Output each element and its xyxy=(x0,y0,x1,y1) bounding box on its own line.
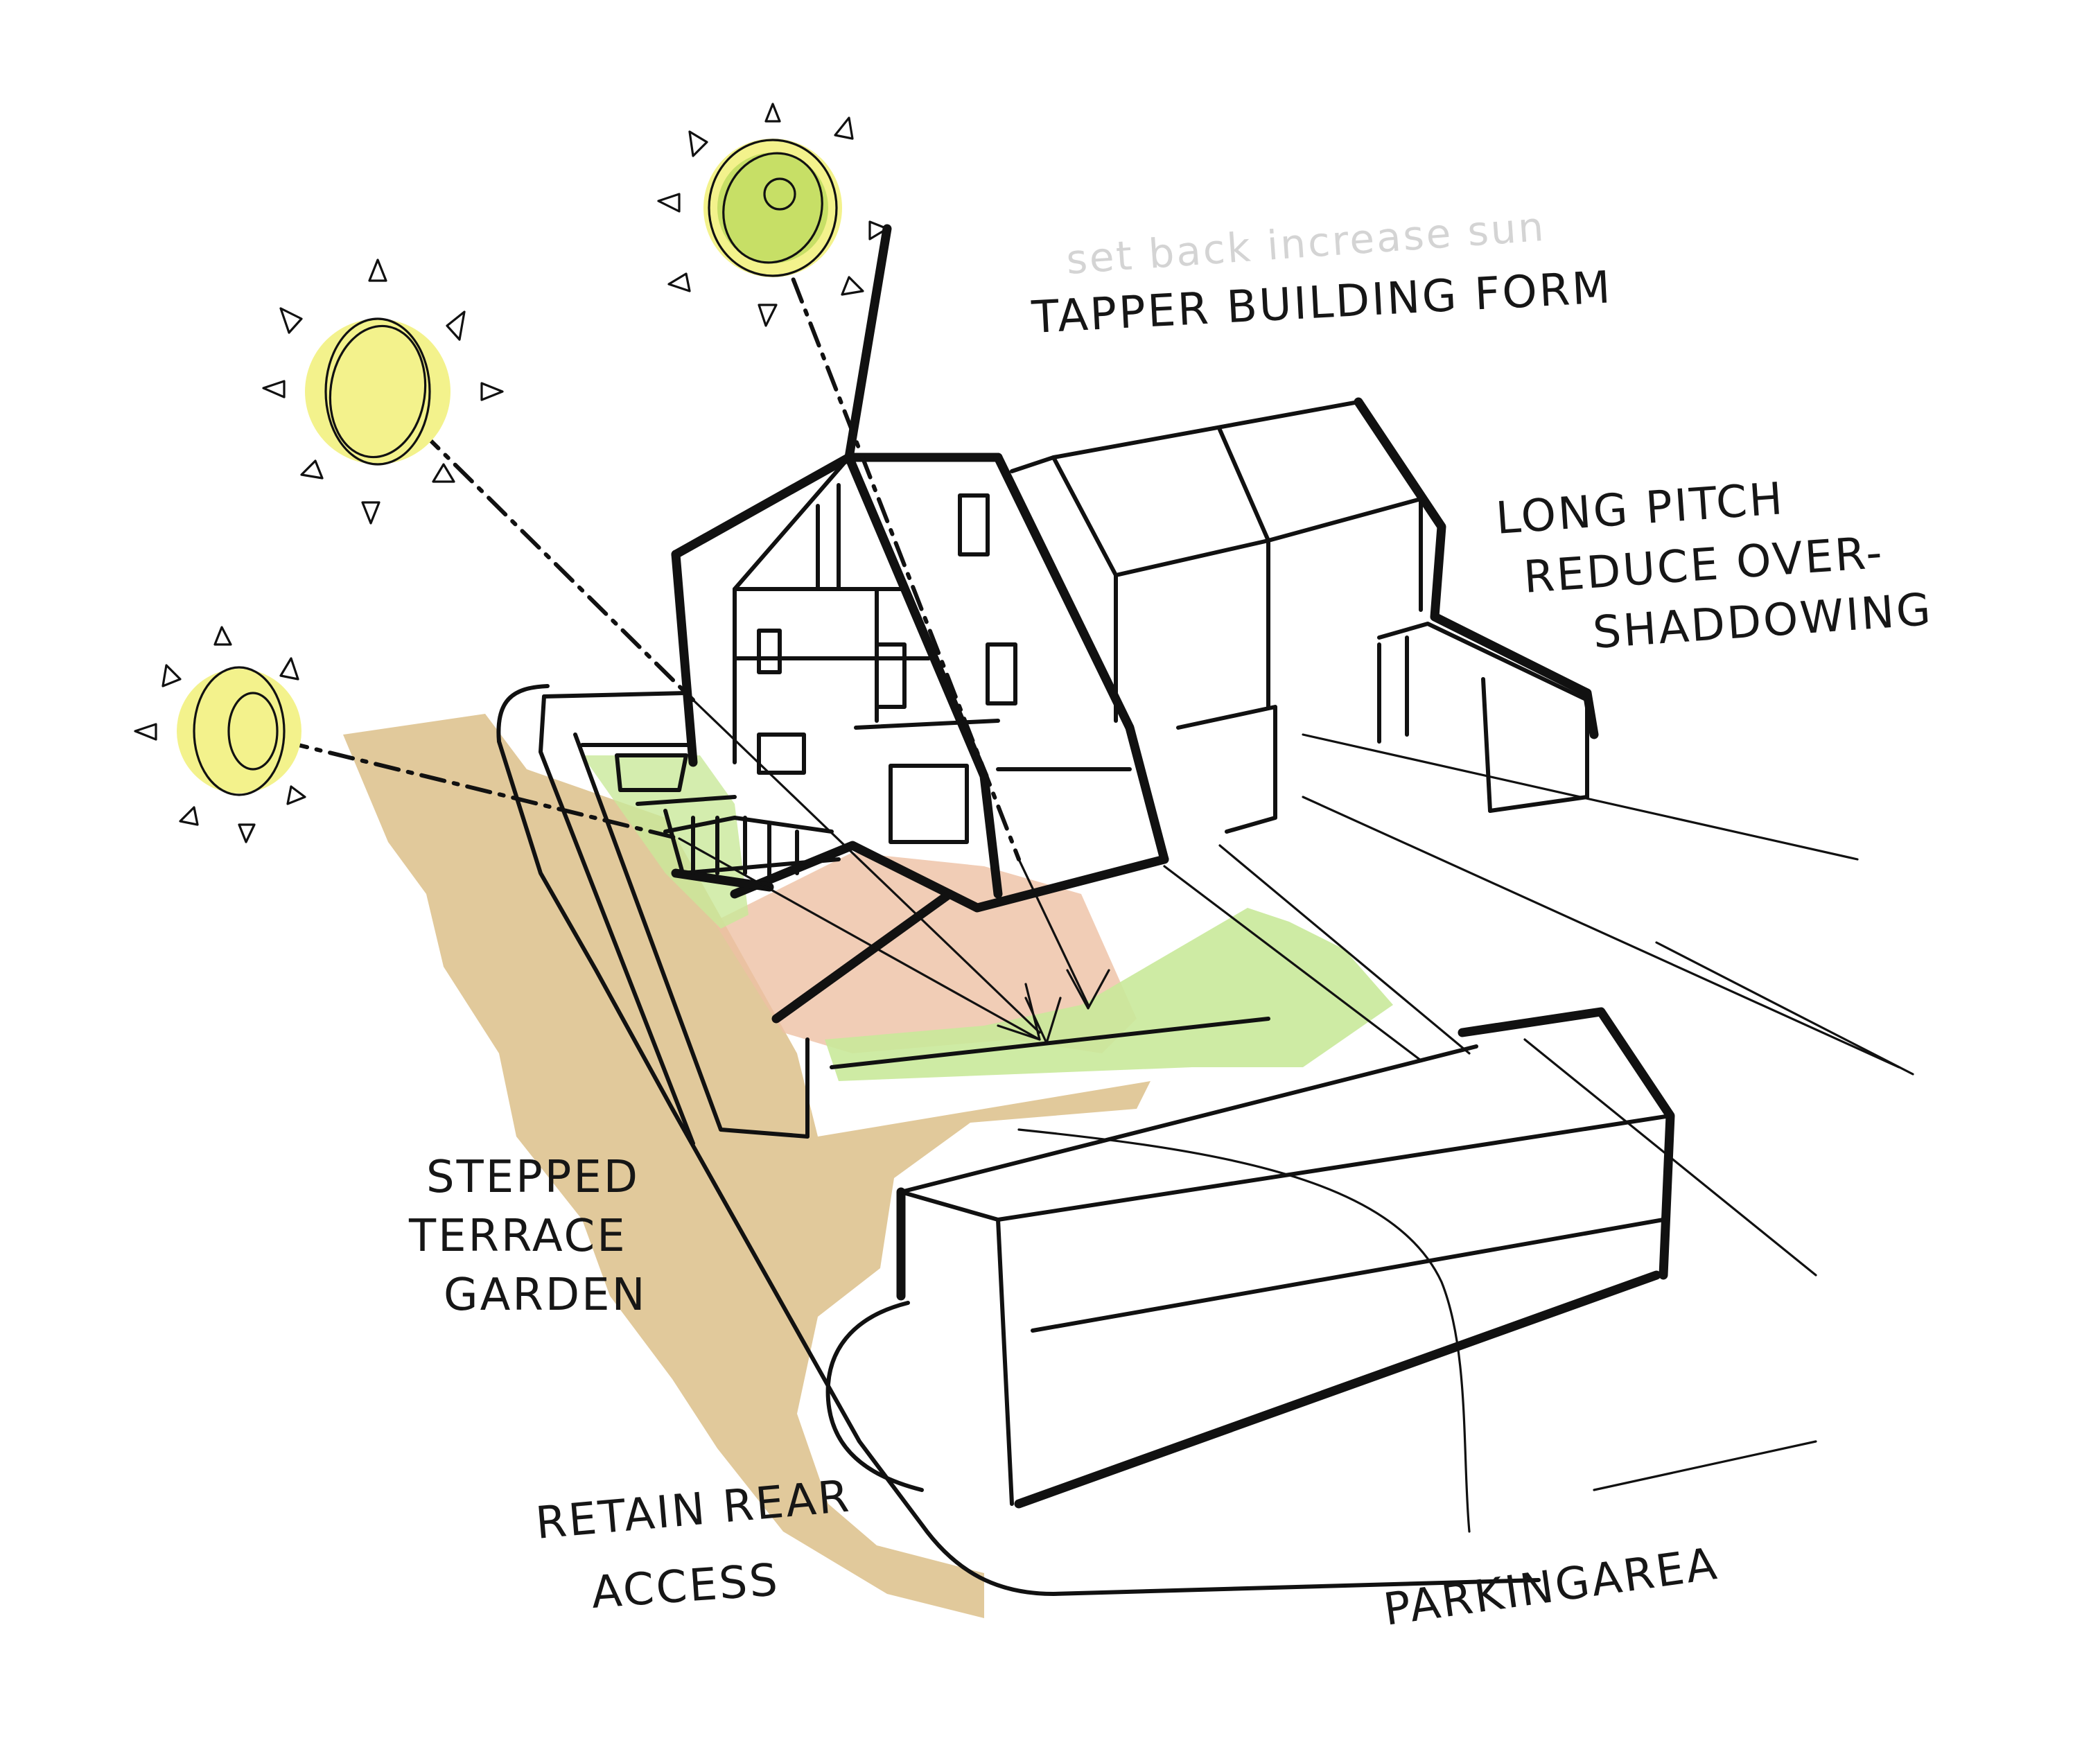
label-stepped-terrace: STEPPED TERRACE GARDEN xyxy=(408,1152,647,1321)
sun-icon xyxy=(262,258,504,525)
main-house xyxy=(671,224,1169,913)
terrace-walls xyxy=(539,691,1270,1146)
neighbour-terrace xyxy=(1010,397,1599,834)
label-retain-line2: ACCESS xyxy=(590,1554,781,1619)
sun-icon xyxy=(134,626,306,843)
terrace-shading xyxy=(343,714,1150,1618)
label-stepped-line3: GARDEN xyxy=(444,1270,647,1321)
sun-icon xyxy=(657,103,889,327)
label-long-pitch-line1: LONG PITCH xyxy=(1494,473,1786,545)
label-retain-rear-access: RETAIN REAR ACCESS xyxy=(534,1471,853,1618)
leader-lines xyxy=(1017,1128,1471,1533)
sun-rays xyxy=(282,234,1110,1044)
label-long-pitch: LONG PITCH REDUCE OVER- SHADDOWING xyxy=(1494,473,1934,659)
label-stepped-line2: TERRACE xyxy=(408,1211,627,1262)
parking-block xyxy=(896,1007,1675,1509)
lawn-wash xyxy=(825,908,1393,1081)
label-stepped-line1: STEPPED xyxy=(426,1152,640,1203)
label-parking-area: PARKINGAREA xyxy=(1381,1538,1722,1636)
